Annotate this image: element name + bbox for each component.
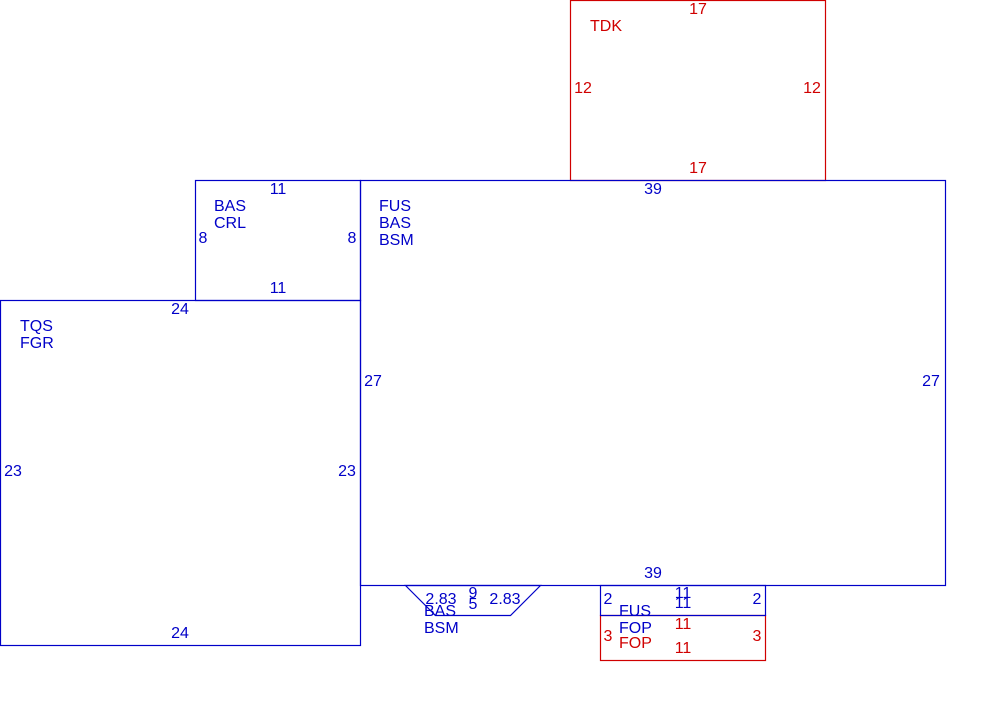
- bay-left-diag-dim: 2.83: [425, 591, 457, 608]
- fus-small-bottom-dim: 11: [674, 595, 692, 612]
- fop-bottom-dim: 11: [674, 640, 692, 657]
- tdk-code-label: TDK: [590, 18, 622, 35]
- main-area-code-label: FUS BAS BSM: [379, 198, 414, 249]
- bas-crl-top-dim: 11: [269, 181, 287, 198]
- main-area-outline: [359, 179, 947, 587]
- fus-small-right-dim: 2: [752, 591, 762, 608]
- garage-left-dim: 23: [4, 463, 22, 480]
- garage-code-label: TQS FGR: [20, 318, 54, 352]
- tdk-bottom-dim: 17: [689, 160, 707, 177]
- bas-crl-right-dim: 8: [347, 230, 357, 247]
- main-area-top-dim: 39: [644, 181, 662, 198]
- tdk-right-dim: 12: [803, 80, 821, 97]
- main-area-right-dim: 27: [922, 373, 940, 390]
- tdk-left-dim: 12: [574, 80, 592, 97]
- bay-top-dim: 9: [468, 585, 478, 602]
- fus-small-outline: [599, 584, 767, 617]
- fop-left-dim: 3: [603, 628, 613, 645]
- bay-right-diag-dim: 2.83: [489, 591, 521, 608]
- fop-right-dim: 3: [752, 628, 762, 645]
- fop-code-label: FOP FOP: [619, 620, 652, 652]
- tdk-top-dim: 17: [689, 1, 707, 18]
- bay-code-label: BAS BSM: [424, 603, 459, 637]
- fus-small-code-label: FUS: [619, 603, 651, 620]
- garage-outline: [0, 299, 362, 647]
- bas-crl-left-dim: 8: [198, 230, 208, 247]
- bas-crl-bottom-dim: 11: [269, 280, 287, 297]
- bas-crl-code-label: BAS CRL: [214, 198, 247, 232]
- bay-outline: [404, 584, 542, 617]
- main-area-bottom-dim: 39: [644, 565, 662, 582]
- garage-bottom-dim: 24: [171, 625, 189, 642]
- fus-small-left-dim: 2: [603, 591, 613, 608]
- fop-top-dim: 11: [674, 616, 692, 633]
- fus-small-top-dim: 11: [674, 585, 692, 602]
- garage-top-dim: 24: [171, 301, 189, 318]
- main-area-left-dim: 27: [364, 373, 382, 390]
- bay-center-dim: 5: [468, 596, 478, 613]
- garage-right-dim: 23: [338, 463, 356, 480]
